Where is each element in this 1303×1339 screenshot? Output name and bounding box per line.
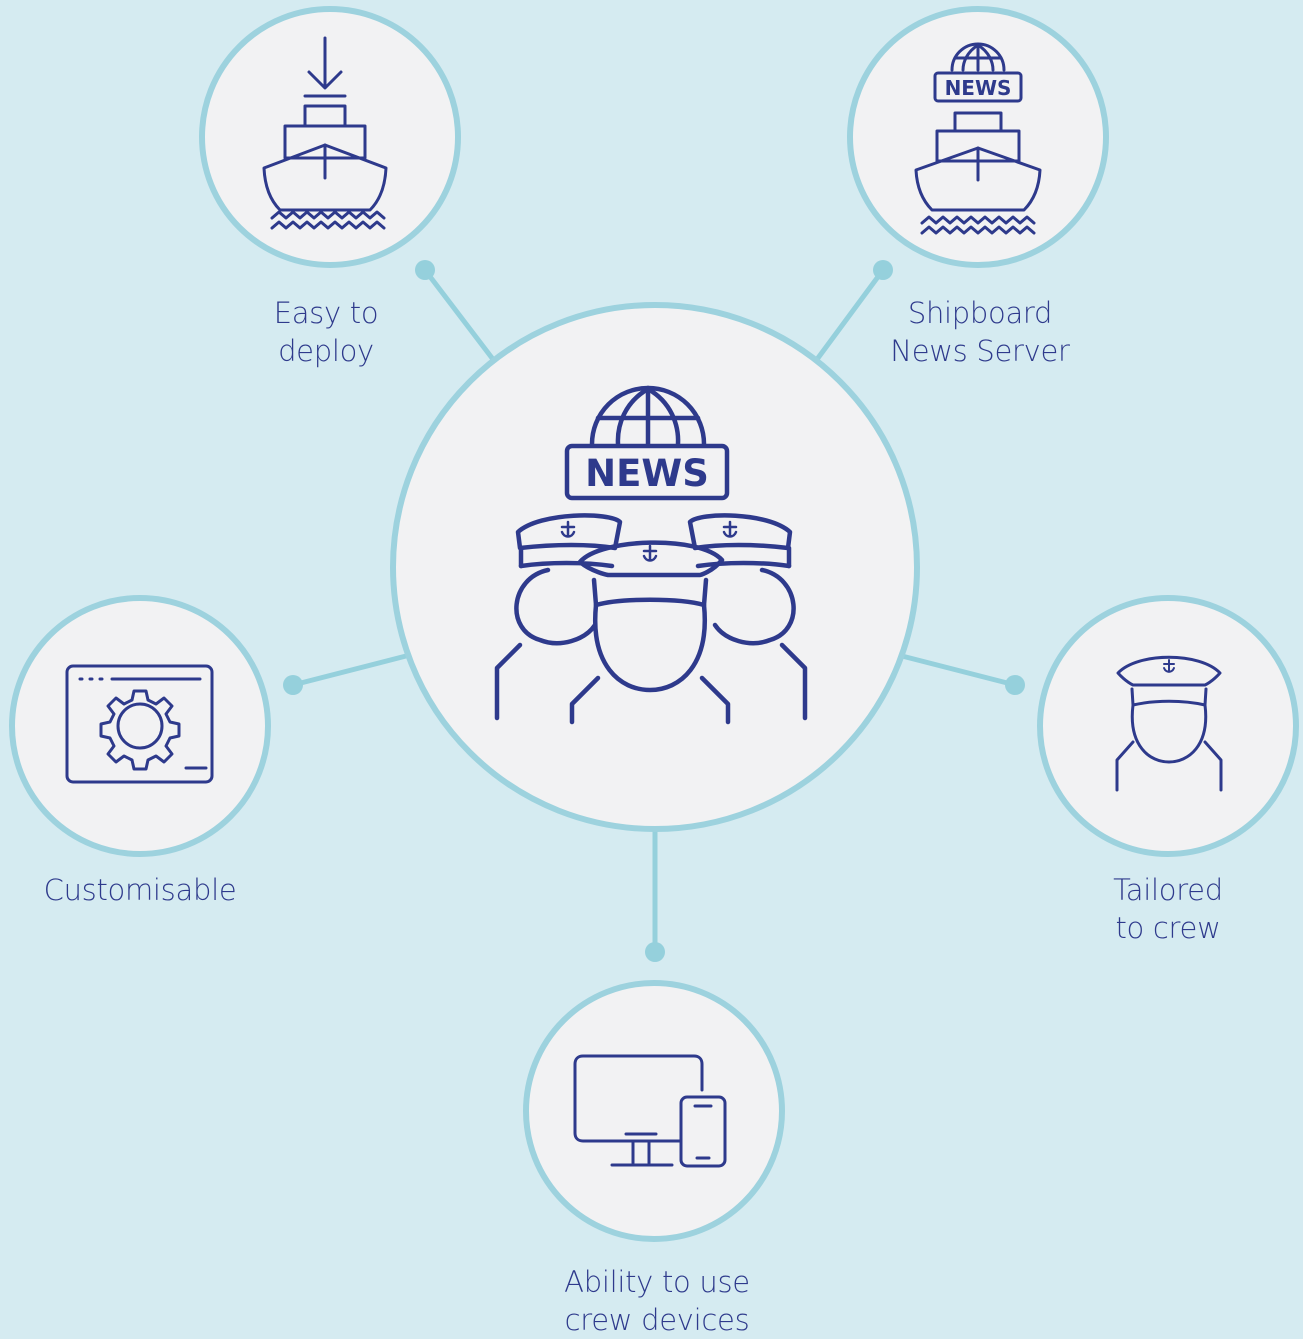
settings-window-icon (65, 664, 214, 784)
label-easy-to-deploy-line-1: Easy to (273, 296, 379, 330)
connector-dot-tailored-to-crew (1005, 675, 1025, 695)
node-customisable (9, 595, 271, 857)
node-circle-crew-devices (523, 980, 785, 1242)
connector-dot-crew-devices (645, 942, 665, 962)
label-crew-devices-line-1: Ability to use (564, 1265, 750, 1299)
connector-dot-easy-to-deploy (415, 260, 435, 280)
node-circle-easy-to-deploy (199, 6, 461, 268)
connector-dot-shipboard-news-server (873, 260, 893, 280)
label-tailored-to-crew: Tailored to crew (1068, 871, 1268, 947)
label-shipboard-news-server-line-1: Shipboard (907, 296, 1053, 330)
connector-easy-to-deploy (422, 267, 495, 361)
center-circle (390, 302, 920, 832)
ship-news-badge-text: NEWS (945, 76, 1012, 100)
label-shipboard-news-server-line-2: News Server (890, 334, 1070, 368)
label-shipboard-news-server: Shipboard News Server (860, 294, 1100, 370)
node-crew-devices (523, 980, 785, 1242)
ship-news-icon: NEWS (914, 42, 1042, 235)
center-node: NEWS (390, 302, 920, 832)
label-customisable: Customisable (25, 871, 255, 909)
label-crew-devices-line-2: crew devices (564, 1303, 750, 1337)
node-shipboard-news-server: NEWS (847, 6, 1109, 268)
node-circle-customisable (9, 595, 271, 857)
label-easy-to-deploy: Easy to deploy (226, 294, 426, 370)
connectors (290, 267, 1018, 955)
monitor-phone-icon (573, 1054, 727, 1168)
node-tailored-to-crew (1037, 595, 1299, 857)
connector-dots (283, 260, 1025, 962)
center-news-text: NEWS (585, 452, 709, 495)
connector-shipboard-news-server (815, 267, 886, 361)
label-tailored-to-crew-line-1: Tailored (1113, 873, 1223, 907)
sailor-icon (1115, 655, 1223, 792)
label-crew-devices: Ability to use crew devices (537, 1263, 777, 1339)
connector-customisable (290, 653, 409, 688)
node-circle-shipboard-news-server (847, 6, 1109, 268)
ship-download-icon (262, 36, 388, 230)
connector-tailored-to-crew (899, 653, 1018, 688)
label-easy-to-deploy-line-2: deploy (278, 334, 374, 368)
crew-news-icon: NEWS (494, 385, 808, 725)
label-customisable-line-1: Customisable (43, 873, 237, 907)
node-circle-tailored-to-crew (1037, 595, 1299, 857)
node-easy-to-deploy (199, 6, 461, 268)
label-tailored-to-crew-line-2: to crew (1115, 911, 1221, 945)
connector-dot-customisable (283, 675, 303, 695)
